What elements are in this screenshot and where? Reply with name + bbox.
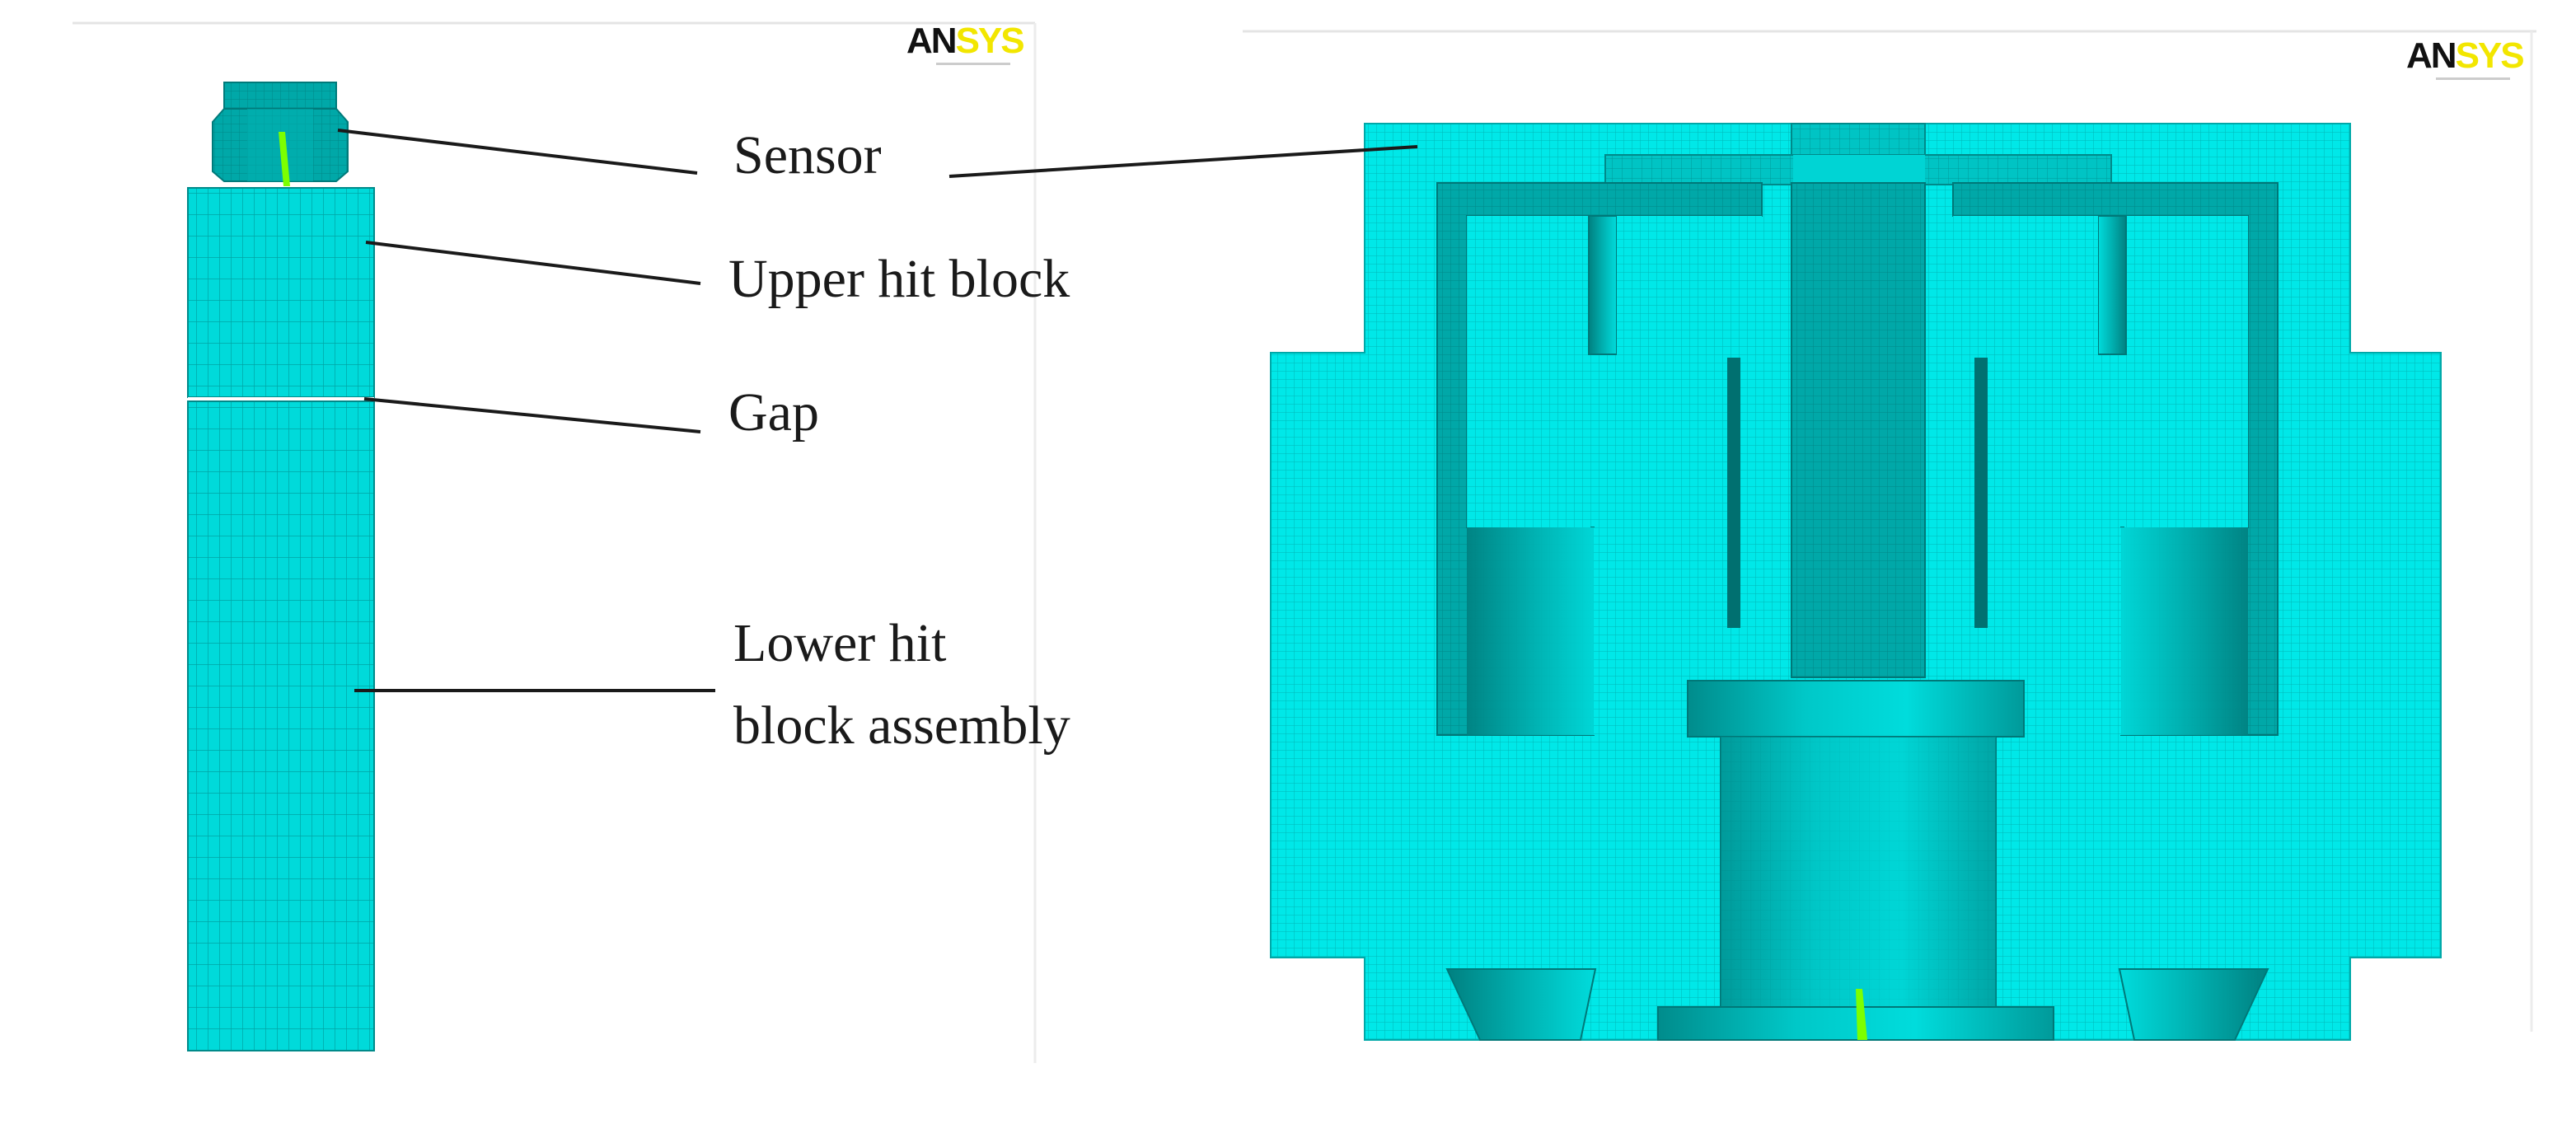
ansys-logo-right: ANSYS [2406, 35, 2525, 80]
label-lower-hit-block-line2: block assembly [733, 695, 1070, 756]
right-foot [2118, 968, 2269, 1041]
left-cavity [1436, 182, 1763, 736]
right-cavity [1952, 182, 2279, 736]
svg-text:ANSYS: ANSYS [906, 21, 1023, 61]
right-panel: ANSYS [948, 30, 2536, 1041]
collar [1687, 680, 2025, 738]
svg-text:ANSYS: ANSYS [2406, 35, 2523, 76]
label-gap: Gap [728, 382, 819, 443]
sensor-leader-line-right [948, 145, 1418, 178]
label-upper-hit-block: Upper hit block [728, 249, 1070, 309]
lower-hit-block-model [187, 400, 375, 1051]
base-plate [1657, 1006, 2054, 1041]
logo-right-part2: SYS [2456, 35, 2524, 76]
logo-left-part1: AN [906, 21, 956, 61]
central-column [1791, 182, 1926, 678]
label-lower-hit-block-line1: Lower hit [733, 613, 946, 673]
upper-hit-block-model [187, 187, 375, 398]
upper-hit-block-leader-line [365, 241, 701, 285]
label-sensor: Sensor [733, 125, 882, 185]
logo-left-part2: SYS [956, 21, 1024, 61]
gap-model [188, 397, 374, 401]
ansys-logo-left: ANSYS [906, 21, 1025, 65]
left-foot [1445, 968, 1597, 1041]
gap-leader-line [363, 397, 701, 433]
left-panel: ANSYS Sensor Upper hit block Gap Lower h… [73, 21, 1070, 1063]
sensor-leader-line-left [337, 129, 698, 175]
logo-right-part1: AN [2406, 35, 2456, 76]
sensor-model-left [212, 82, 349, 186]
